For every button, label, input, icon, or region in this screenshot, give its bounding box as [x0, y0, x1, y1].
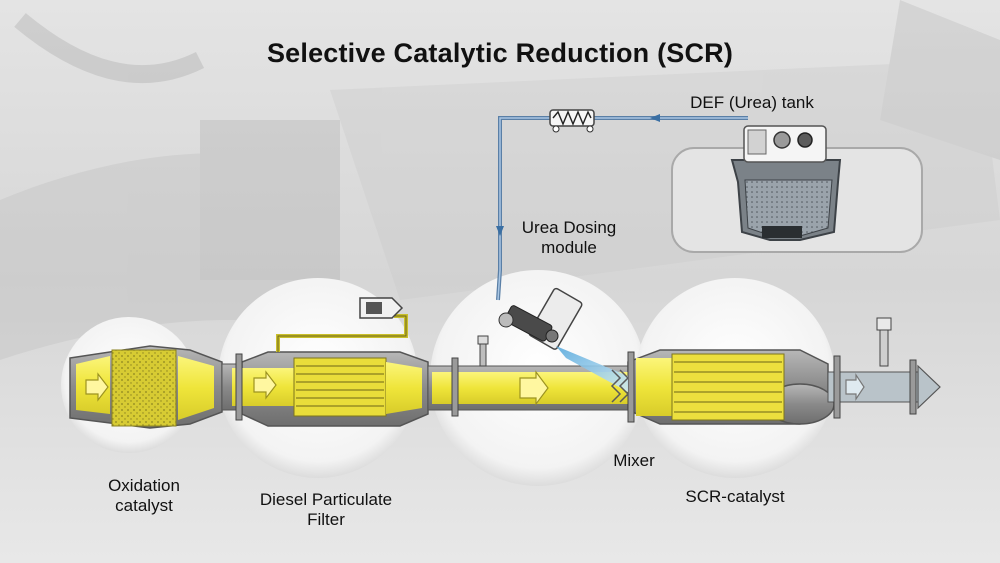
- flow-arrow-icon: [253, 370, 277, 400]
- flow-arrow-icon: [519, 370, 549, 406]
- heater-icon: [549, 109, 595, 133]
- urea-spray: [556, 346, 628, 392]
- dosing-label-line2: module: [541, 237, 597, 257]
- flow-arrow-icon: [496, 226, 504, 236]
- dosing-module-label: Urea Dosing module: [504, 218, 634, 257]
- flow-arrow-icon: [845, 373, 865, 401]
- flow-arrow-icon: [85, 372, 109, 402]
- dosing-label-line1: Urea Dosing: [521, 218, 617, 237]
- dpf-label-line2: Filter: [307, 509, 345, 529]
- mixer-blades: [610, 369, 630, 403]
- dpf-label: Diesel Particulate Filter: [236, 490, 416, 529]
- flow-arrows: [85, 370, 865, 406]
- sensor-icon: [276, 297, 408, 352]
- def-tank: [730, 125, 842, 241]
- scr-channels: [674, 361, 782, 413]
- dpf-channels: [296, 365, 384, 407]
- scr-catalyst-label: SCR-catalyst: [685, 487, 785, 506]
- injector-icon: [498, 287, 583, 350]
- oxidation-label-line2: catalyst: [115, 495, 173, 515]
- sensor-icon: [477, 317, 892, 367]
- mixer-label: Mixer: [613, 451, 655, 470]
- dpf-label-line1: Diesel Particulate: [259, 490, 393, 509]
- def-tank-label: DEF (Urea) tank: [690, 93, 814, 112]
- oxidation-catalyst-label: Oxidation catalyst: [84, 476, 204, 515]
- flow-arrow-icon: [650, 114, 660, 122]
- oxidation-label-line1: Oxidation: [108, 476, 180, 495]
- page-title: Selective Catalytic Reduction (SCR): [266, 38, 734, 68]
